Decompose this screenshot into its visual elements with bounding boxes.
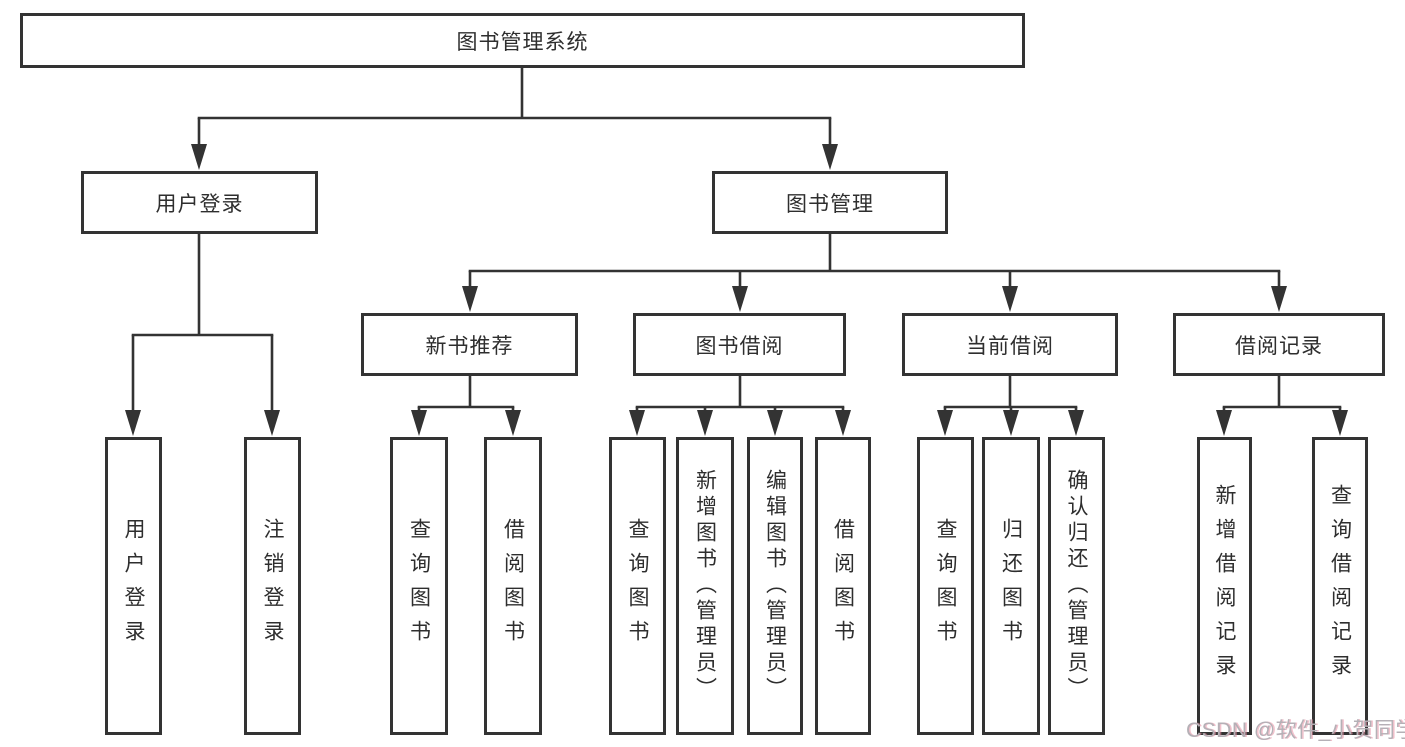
leaf-logout: 注销登录 (244, 437, 301, 735)
leaf-query-borrow-record: 查询借阅记录 (1312, 437, 1368, 735)
node-current-borrowing: 当前借阅 (902, 313, 1118, 376)
leaf-borrow-books-borrowing: 借阅图书 (815, 437, 871, 735)
leaf-add-book-admin: 新增图书（管理员） (676, 437, 734, 735)
node-root: 图书管理系统 (20, 13, 1025, 68)
leaf-query-books-current: 查询图书 (917, 437, 974, 735)
node-book-borrowing: 图书借阅 (633, 313, 846, 376)
watermark: CSDN @软件_小贺同学 (1186, 719, 1405, 742)
node-new-book-recommend: 新书推荐 (361, 313, 578, 376)
leaf-add-borrow-record: 新增借阅记录 (1197, 437, 1252, 735)
node-user-login: 用户登录 (81, 171, 318, 234)
leaf-query-books-recommend: 查询图书 (390, 437, 448, 735)
leaf-edit-book-admin: 编辑图书（管理员） (747, 437, 803, 735)
node-borrowing-records: 借阅记录 (1173, 313, 1385, 376)
node-book-management: 图书管理 (712, 171, 948, 234)
leaf-borrow-books-recommend: 借阅图书 (484, 437, 542, 735)
leaf-user-login: 用户登录 (105, 437, 162, 735)
leaf-confirm-return-admin: 确认归还（管理员） (1048, 437, 1105, 735)
leaf-query-books-borrowing: 查询图书 (609, 437, 666, 735)
leaf-return-books: 归还图书 (982, 437, 1040, 735)
